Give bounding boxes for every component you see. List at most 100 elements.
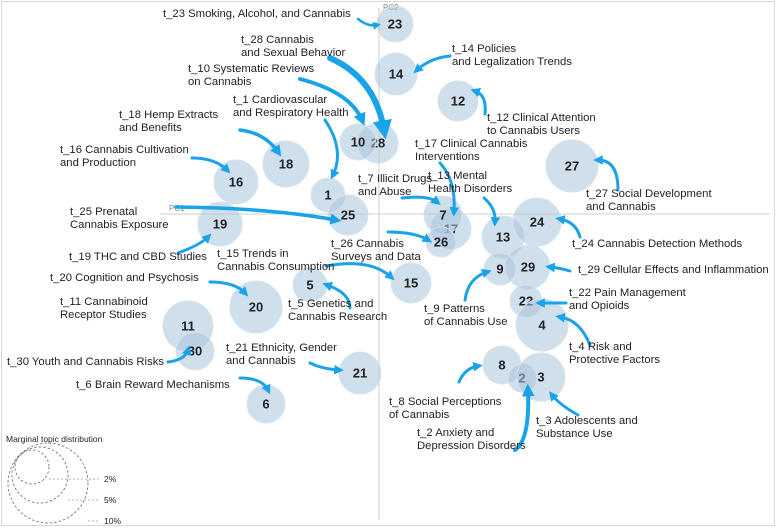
topic-label-1: t_1 Cardiovascular — [233, 94, 327, 106]
topic-arrow-4 — [555, 312, 592, 347]
topic-label-12: t_12 Clinical Attention — [487, 112, 596, 124]
topic-label-15-line2: Cannabis Consumption — [217, 261, 334, 273]
topic-label-30: t_30 Youth and Cannabis Risks — [7, 356, 164, 368]
topic-number-12: 12 — [451, 94, 465, 109]
topic-label-16: t_16 Cannabis Cultivation — [60, 144, 189, 156]
label-arrows — [166, 17, 620, 452]
topic-number-6: 6 — [262, 397, 269, 412]
topic-arrow-10 — [298, 77, 366, 126]
topic-number-25: 25 — [341, 208, 355, 223]
topic-number-3: 3 — [537, 370, 544, 385]
legend-circle-5 — [11, 446, 69, 504]
topic-label-3-line2: Substance Use — [536, 428, 613, 440]
topic-label-27: t_27 Social Development — [586, 188, 712, 200]
topic-label-18-line2: and Benefits — [119, 122, 182, 134]
topic-arrow-5 — [322, 282, 352, 310]
size-legend: Marginal topic distribution 2% 5% 10% — [6, 434, 121, 526]
topic-label-2: t_2 Anxiety and — [417, 427, 494, 439]
topic-arrow-26 — [386, 230, 433, 243]
topic-label-22: t_22 Pain Management — [569, 287, 687, 299]
topic-label-15: t_15 Trends in — [217, 248, 289, 260]
topic-label-20: t_20 Cognition and Psychosis — [50, 272, 199, 284]
topic-number-18: 18 — [279, 157, 293, 172]
topic-number-30: 30 — [188, 344, 202, 359]
legend-label-10: 10% — [104, 516, 121, 526]
topic-number-15: 15 — [404, 276, 418, 291]
topic-number-8: 8 — [498, 358, 505, 373]
topic-number-26: 26 — [434, 235, 448, 250]
topic-label-9-line2: of Cannabis Use — [424, 316, 508, 328]
topic-arrow-17 — [438, 161, 460, 217]
topic-number-20: 20 — [249, 300, 263, 315]
topic-arrow-12 — [470, 87, 487, 116]
topic-label-8: t_8 Social Perceptions — [389, 396, 502, 408]
topic-label-25: t_25 Prenatal — [70, 206, 137, 218]
topic-arrow-30 — [166, 345, 192, 364]
topic-bubble-25 — [327, 194, 369, 236]
topic-arrow-6 — [238, 376, 271, 395]
topic-number-29: 29 — [521, 260, 535, 275]
topic-label-1-line2: and Respiratory Health — [233, 107, 349, 119]
topic-label-19: t_19 THC and CBD Studies — [69, 251, 207, 263]
legend-circle-2 — [14, 449, 50, 485]
topic-bubble-12 — [437, 80, 479, 122]
topic-arrow-24 — [555, 215, 582, 239]
topic-label-26-line2: Surveys and Data — [331, 251, 422, 263]
topic-number-16: 16 — [229, 175, 243, 190]
topic-bubble-15 — [390, 262, 432, 304]
topic-arrow-2 — [513, 383, 535, 452]
topic-label-6: t_6 Brain Reward Mechanisms — [76, 379, 230, 391]
topic-arrow-15 — [324, 262, 395, 281]
topic-label-5: t_5 Genetics and — [288, 298, 373, 310]
topic-arrow-27 — [593, 155, 620, 192]
topic-bubble-30 — [175, 331, 215, 371]
topic-label-14-line2: and Legalization Trends — [452, 56, 572, 68]
topic-label-13-line2: Health Disorders — [428, 183, 512, 195]
topic-number-7: 7 — [439, 208, 446, 223]
topic-label-23: t_23 Smoking, Alcohol, and Cannabis — [163, 8, 351, 20]
topic-arrow-18 — [238, 128, 282, 157]
topic-number-11: 11 — [181, 319, 195, 334]
legend-label-5: 5% — [104, 495, 117, 505]
topic-label-28: t_28 Cannabis — [241, 34, 314, 46]
topic-label-10-line2: on Cannabis — [188, 76, 252, 88]
topic-number-10: 10 — [351, 135, 365, 150]
topic-label-21: t_21 Ethnicity, Gender — [226, 342, 337, 354]
topic-arrow-8 — [457, 361, 483, 384]
topic-arrow-28 — [327, 55, 392, 140]
topic-label-10: t_10 Systematic Reviews — [188, 63, 315, 75]
topic-arrow-9 — [463, 268, 492, 302]
topic-number-9: 9 — [496, 262, 503, 277]
topic-arrow-14 — [413, 54, 452, 74]
topic-label-3: t_3 Adolescents and — [536, 415, 638, 427]
topic-label-11-line2: Receptor Studies — [60, 309, 147, 321]
topic-label-11: t_11 Cannabinoid — [60, 296, 148, 308]
topic-arrow-25 — [174, 205, 342, 225]
topic-label-8-line2: of Cannabis — [389, 409, 450, 421]
topic-arrow-1 — [323, 118, 340, 180]
topic-number-5: 5 — [306, 278, 313, 293]
topic-bubble-27 — [545, 139, 599, 193]
topic-bubble-14 — [374, 52, 418, 96]
topic-number-23: 23 — [388, 17, 402, 32]
topic-label-26: t_26 Cannabis — [331, 238, 404, 250]
topic-label-22-line2: and Opioids — [569, 300, 630, 312]
legend-label-2: 2% — [104, 474, 117, 484]
topic-label-4: t_4 Risk and — [569, 341, 632, 353]
topic-label-4-line2: Protective Factors — [569, 354, 660, 366]
topic-label-27-line2: and Cannabis — [586, 201, 656, 213]
topic-label-14: t_14 Policies — [452, 43, 516, 55]
topic-arrow-23 — [356, 17, 381, 30]
topic-arrow-16 — [190, 156, 231, 174]
topic-arrow-19 — [176, 233, 212, 255]
topic-label-28-line2: and Sexual Behavior — [241, 47, 345, 59]
topic-arrow-3 — [549, 391, 580, 417]
topic-label-12-line2: to Cannabis Users — [487, 125, 580, 137]
topic-label-16-line2: and Production — [60, 157, 136, 169]
topic-number-19: 19 — [213, 217, 227, 232]
topic-label-29: t_29 Cellular Effects and Inflammation — [578, 264, 769, 276]
topic-number-24: 24 — [530, 215, 545, 230]
legend-circle-10 — [7, 442, 89, 524]
